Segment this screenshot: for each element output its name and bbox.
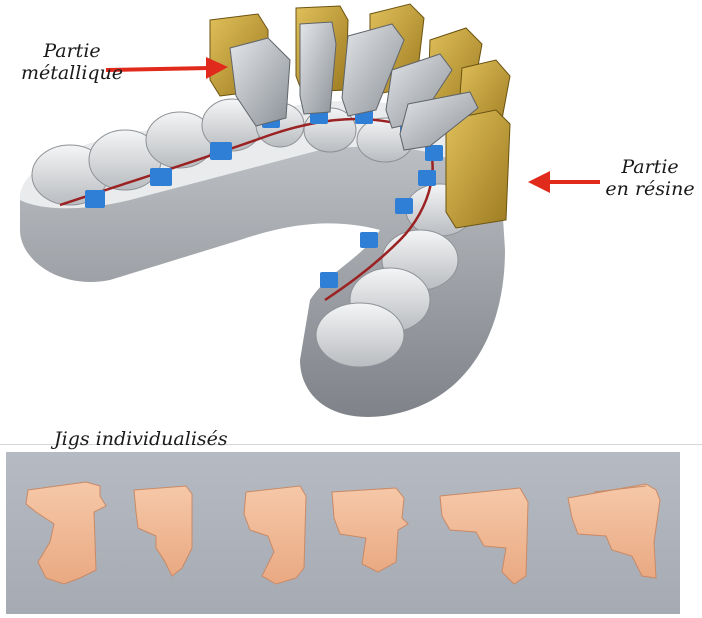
label-jigs: Jigs individualisés xyxy=(54,428,228,450)
jigs-photo xyxy=(6,452,680,614)
label-resin-line2: en résine xyxy=(605,178,695,200)
divider xyxy=(0,444,702,445)
jig-2 xyxy=(133,485,193,577)
label-metal-line2: métallique xyxy=(20,62,124,84)
arrow-resin xyxy=(528,171,600,193)
label-metal-line1: Partie xyxy=(43,40,101,62)
dental-model-illustration xyxy=(20,3,600,417)
label-metal-part: Partie métallique xyxy=(18,40,126,84)
label-resin-line1: Partie xyxy=(621,156,679,178)
jig-4 xyxy=(331,487,409,573)
jig-3 xyxy=(243,485,307,585)
label-resin-part: Partie en résine xyxy=(600,156,700,200)
jig-6 xyxy=(567,483,661,579)
jig-1 xyxy=(25,481,107,585)
jig-5 xyxy=(439,487,529,585)
arrow-metal xyxy=(105,57,228,79)
metal-parts xyxy=(229,21,479,151)
